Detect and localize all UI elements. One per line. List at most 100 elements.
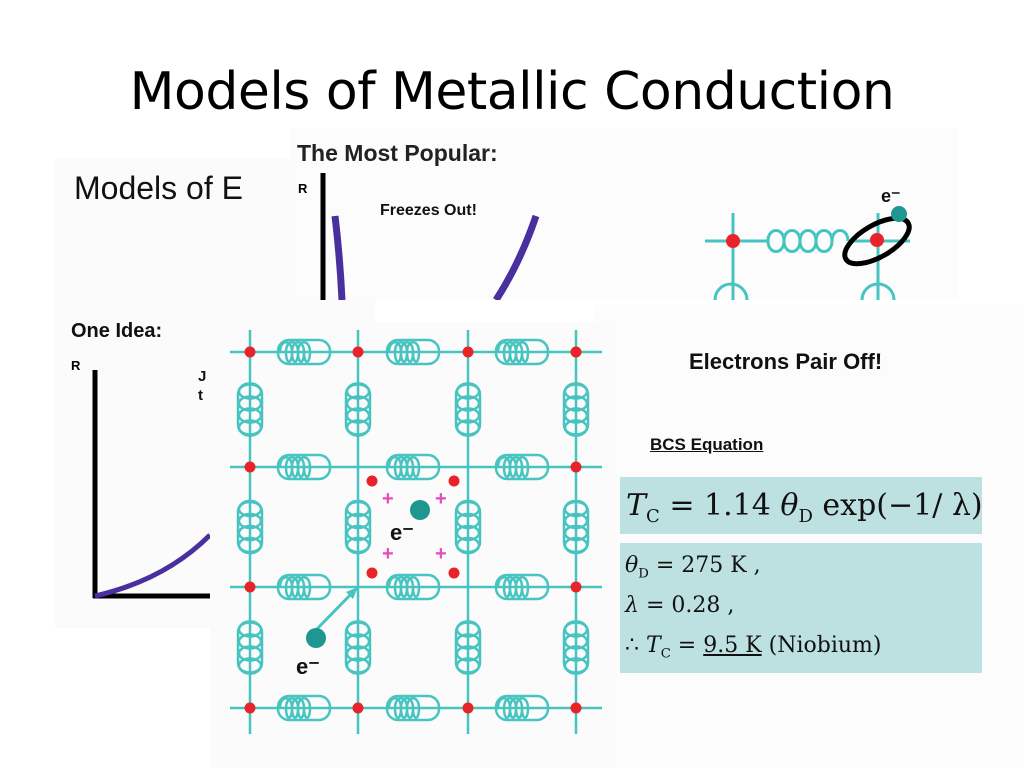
incoming-electron-label: e⁻ bbox=[296, 654, 320, 679]
spring-loop bbox=[455, 395, 481, 412]
ion-dot bbox=[448, 567, 460, 579]
spring-loop bbox=[563, 657, 589, 674]
spring-loop bbox=[345, 383, 371, 400]
popular-model-panel bbox=[290, 128, 958, 300]
one-idea-annotation-line: J bbox=[198, 368, 207, 385]
spring-loop bbox=[345, 407, 371, 424]
spring-coil-outline bbox=[385, 573, 441, 601]
arrowhead-icon bbox=[346, 587, 358, 599]
spring-coil-outline bbox=[385, 453, 441, 481]
spring-loop bbox=[345, 633, 371, 650]
spring-loop bbox=[455, 657, 481, 674]
debye-temperature-value: = 275 K , bbox=[655, 553, 761, 578]
ion-dot bbox=[726, 234, 740, 248]
ion-dot bbox=[462, 346, 474, 358]
ion-dot bbox=[244, 461, 256, 473]
positive-charge-mark: + bbox=[435, 488, 447, 510]
spring-coil bbox=[387, 576, 421, 598]
spring-coil-outline bbox=[385, 694, 441, 722]
spring-loop bbox=[345, 500, 371, 518]
pairing-heading: Electrons Pair Off! bbox=[689, 349, 883, 374]
one-idea-resistance-graph bbox=[92, 370, 215, 599]
popular-resistance-graph: e⁻ bbox=[320, 173, 912, 300]
eq-exponential: exp(−1/ λ) bbox=[822, 488, 983, 523]
bcs-values: θD = 275 K , λ = 0.28 , ∴ TC = 9.5 K (Ni… bbox=[620, 543, 982, 673]
spring-coil bbox=[278, 697, 312, 719]
spring-coil-outline bbox=[276, 694, 332, 722]
ion-dot bbox=[570, 461, 582, 473]
ion-dot bbox=[366, 567, 378, 579]
ion-dot bbox=[352, 346, 364, 358]
material-name: (Niobium) bbox=[768, 633, 882, 658]
spring-loop bbox=[345, 536, 371, 554]
cooper-pair-lattice-diagram: e⁻ e⁻ ++++ bbox=[230, 330, 602, 734]
spring-loop bbox=[237, 621, 263, 638]
spring-coil bbox=[278, 341, 312, 363]
spring-loop bbox=[237, 419, 263, 436]
spring-coil bbox=[496, 576, 530, 598]
spring-loop bbox=[455, 419, 481, 436]
spring-loop bbox=[455, 645, 481, 662]
spring-loop bbox=[455, 407, 481, 424]
eq-tc-sub: C bbox=[646, 506, 660, 527]
one-idea-axis-label: R bbox=[71, 358, 81, 373]
theta-sub: D bbox=[638, 566, 649, 582]
spring-coil bbox=[387, 341, 421, 363]
ion-dot bbox=[244, 346, 256, 358]
spring-loop bbox=[455, 500, 481, 518]
theta-symbol: θ bbox=[625, 553, 639, 578]
ion-dot bbox=[462, 702, 474, 714]
spring-coil bbox=[496, 697, 530, 719]
ion-dot bbox=[870, 233, 884, 247]
tc-symbol: T bbox=[646, 633, 661, 658]
spring-coil bbox=[278, 456, 312, 478]
spring-coil-outline bbox=[494, 573, 550, 601]
spring-loop bbox=[563, 512, 589, 530]
spring-loop bbox=[237, 645, 263, 662]
equals-sign: = bbox=[677, 633, 697, 658]
one-idea-annotation: J t bbox=[198, 367, 206, 405]
spring-loop bbox=[345, 657, 371, 674]
spring-coil-outline bbox=[494, 694, 550, 722]
positive-charge-mark: + bbox=[435, 543, 447, 565]
eq-theta-sub: D bbox=[798, 506, 813, 527]
electron-orbit bbox=[842, 215, 912, 267]
spring-loop bbox=[455, 536, 481, 554]
spring-loop bbox=[345, 524, 371, 542]
spring-loop bbox=[455, 524, 481, 542]
one-idea-heading: One Idea: bbox=[71, 320, 163, 342]
critical-temperature-value: 9.5 K bbox=[703, 633, 762, 658]
spring-loop bbox=[237, 633, 263, 650]
spring-coil bbox=[496, 456, 530, 478]
resistance-axis-label: R bbox=[298, 181, 308, 196]
spring-coil-outline bbox=[385, 338, 441, 366]
ion-dot bbox=[570, 346, 582, 358]
spring-loop bbox=[345, 645, 371, 662]
tc-sub: C bbox=[660, 646, 671, 662]
ion-dot bbox=[352, 702, 364, 714]
lattice-panel bbox=[210, 322, 612, 768]
eq-theta-symbol: θ bbox=[780, 488, 799, 523]
spring-loop bbox=[345, 512, 371, 530]
ion-dot bbox=[448, 475, 460, 487]
spring-loop bbox=[563, 500, 589, 518]
paired-electron-label: e⁻ bbox=[390, 520, 414, 545]
critical-temperature-line: ∴ TC = 9.5 K (Niobium) bbox=[625, 627, 982, 667]
slide-title: Models of Metallic Conduction bbox=[129, 62, 895, 122]
background-figure-title: Models of E bbox=[74, 170, 243, 206]
spring-loop bbox=[563, 383, 589, 400]
positive-charge-mark: + bbox=[382, 488, 394, 510]
resistance-curve-left bbox=[331, 215, 346, 300]
one-idea-annotation-line: t bbox=[198, 387, 203, 404]
bcs-heading: BCS Equation bbox=[650, 435, 764, 454]
ion-dot bbox=[366, 475, 378, 487]
spring-loop bbox=[237, 512, 263, 530]
spring-coil-outline bbox=[276, 453, 332, 481]
spring-coil bbox=[387, 697, 421, 719]
spring-loop bbox=[237, 395, 263, 412]
spring-loop bbox=[455, 383, 481, 400]
bcs-panel bbox=[595, 305, 1024, 768]
freezes-out-annotation: Freezes Out! bbox=[380, 202, 477, 219]
spring-loop bbox=[563, 645, 589, 662]
spring-loop bbox=[237, 536, 263, 554]
